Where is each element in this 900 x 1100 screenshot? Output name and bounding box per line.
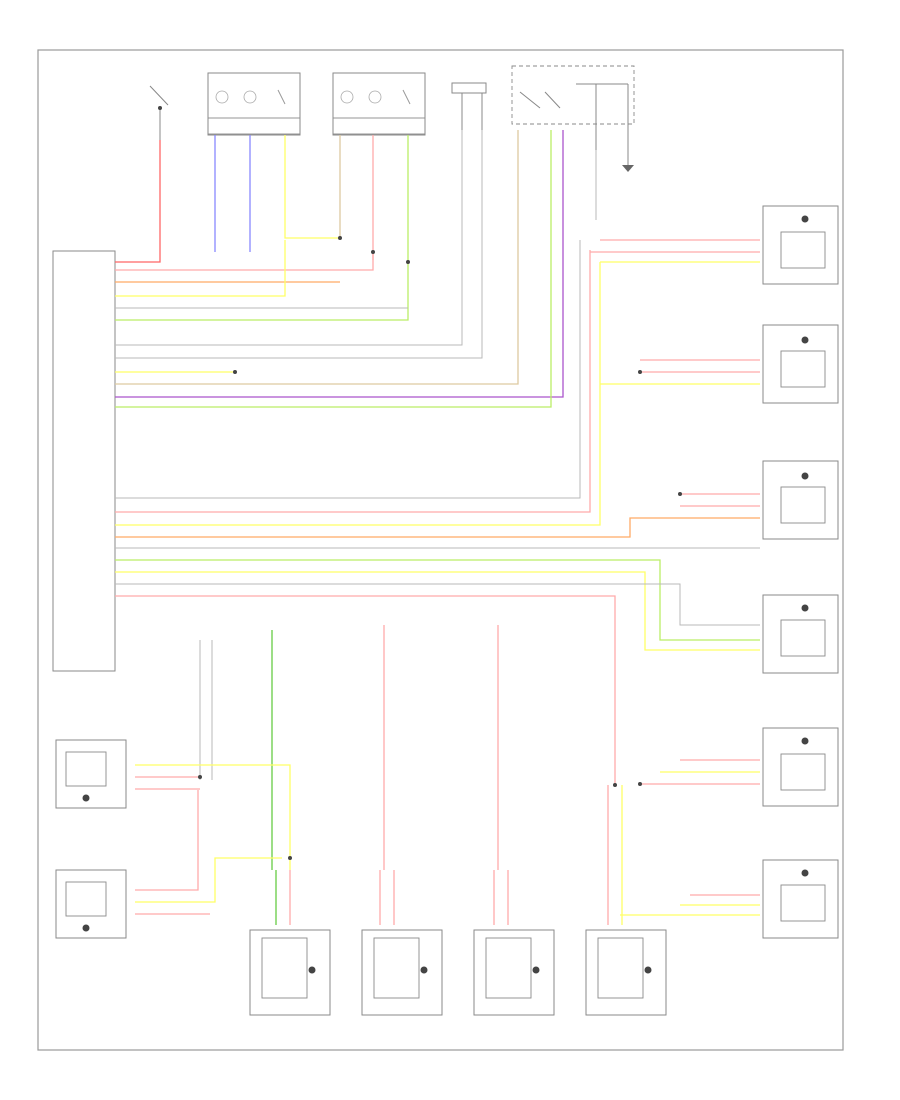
rf-sensor-6 <box>762 859 839 939</box>
top-switch <box>511 65 635 172</box>
control-module <box>52 250 116 672</box>
splice-dots <box>198 236 682 860</box>
top-connector <box>451 82 487 130</box>
bottom-sensor-2 <box>361 929 443 1016</box>
rf-sensor-4 <box>762 594 839 674</box>
top-fuse <box>149 85 169 140</box>
rf-sensor-3 <box>762 460 839 540</box>
wire-group-bottom <box>135 625 623 925</box>
bottom-sensor-1 <box>249 929 331 1016</box>
rf-sensor-1 <box>762 205 839 285</box>
wire-group-top <box>115 130 597 408</box>
bottom-sensor-4 <box>585 929 667 1016</box>
bottom-sensor-3 <box>473 929 555 1016</box>
diagram-frame <box>37 49 844 1051</box>
wire-group-right <box>115 239 760 916</box>
rf-sensor-2 <box>762 324 839 404</box>
lr-sensor-2 <box>55 869 127 939</box>
rf-sensor-5 <box>762 727 839 807</box>
lr-sensor-1 <box>55 739 127 809</box>
top-module-2 <box>332 72 426 136</box>
top-module-1 <box>207 72 301 136</box>
